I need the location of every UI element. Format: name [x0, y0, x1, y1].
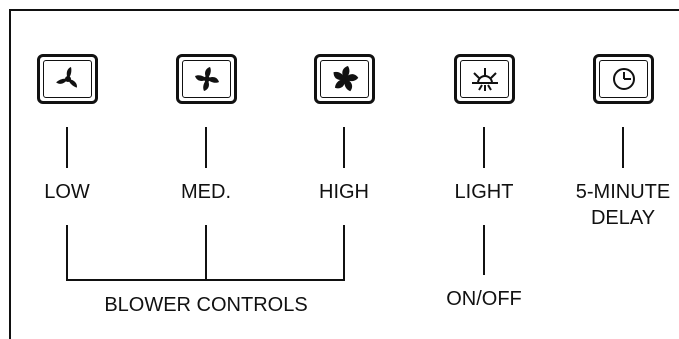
- label-med: MED.: [181, 181, 231, 203]
- delay-timer-button[interactable]: [593, 54, 654, 104]
- label-low: LOW: [44, 181, 90, 203]
- label-blower-controls: BLOWER CONTROLS: [104, 294, 308, 316]
- label-light: LIGHT: [454, 181, 514, 203]
- fan-low-icon: [55, 67, 77, 88]
- light-bulb-icon: [471, 68, 498, 91]
- label-high: HIGH: [319, 181, 369, 203]
- label-delay-line1: 5-MINUTE: [575, 181, 671, 203]
- light-button[interactable]: [454, 54, 515, 104]
- label-delay-line2: DELAY: [590, 207, 656, 229]
- fan-high-button[interactable]: [314, 54, 375, 104]
- panel-border: [9, 9, 679, 339]
- fan-high-icon: [333, 66, 358, 92]
- fan-medium-button[interactable]: [176, 54, 237, 104]
- clock-icon: [612, 68, 635, 90]
- fan-low-button[interactable]: [37, 54, 98, 104]
- label-light-onoff: ON/OFF: [446, 288, 522, 310]
- fan-medium-icon: [194, 67, 219, 91]
